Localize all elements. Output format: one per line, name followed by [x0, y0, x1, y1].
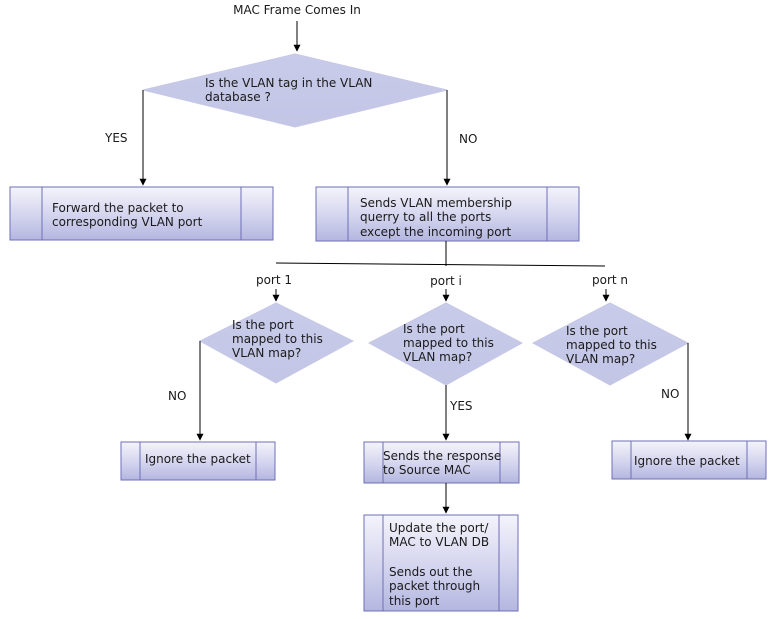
port-1-decision-line-1: Is the port	[232, 318, 294, 332]
forward-box-line-2: corresponding VLAN port	[52, 215, 203, 229]
decision-port-n: Is the port mapped to this VLAN map?	[531, 302, 690, 386]
update-box-line-4: Sends out the	[389, 565, 472, 579]
update-box-line-2: MAC to VLAN DB	[389, 535, 489, 549]
edge-yes-port-i-label: YES	[449, 399, 473, 413]
decision-main-line-2: database ?	[205, 90, 271, 104]
port-n-decision-line-2: mapped to this	[566, 338, 657, 352]
port-n-decision-line-3: VLAN map?	[566, 352, 635, 366]
port-1-decision-line-3: VLAN map?	[232, 346, 301, 360]
edge-no-port-n-label: NO	[661, 387, 679, 401]
port-n-decision-line-1: Is the port	[566, 324, 628, 338]
edge-no-main-label: NO	[459, 132, 477, 146]
port-1-decision-line-2: mapped to this	[232, 332, 323, 346]
vlan-membership-query-box: Sends VLAN membership querry to all the …	[315, 186, 580, 242]
query-box-line-1: Sends VLAN membership	[360, 196, 512, 210]
forward-box-line-1: Forward the packet to	[52, 201, 184, 215]
decision-vlan-tag: Is the VLAN tag in the VLAN database ?	[142, 53, 448, 128]
update-box-line-6: this port	[389, 594, 440, 608]
query-box-line-2: querry to all the ports	[360, 210, 491, 224]
response-box-line-2: to Source MAC	[383, 463, 471, 477]
update-box-line-5: packet through	[389, 579, 480, 593]
port-1-label: port 1	[256, 273, 292, 287]
update-box-line-1: Update the port/	[389, 521, 489, 535]
port-i-decision-line-2: mapped to this	[403, 336, 494, 350]
forward-packet-box: Forward the packet to corresponding VLAN…	[9, 186, 274, 241]
ignore-box-port-1-text: Ignore the packet	[145, 452, 251, 466]
port-i-decision-line-1: Is the port	[403, 322, 465, 336]
port-i-decision-line-3: VLAN map?	[403, 350, 472, 364]
ignore-box-port-n-text: Ignore the packet	[634, 454, 740, 468]
port-i-label: port i	[430, 274, 462, 288]
ignore-packet-box-port-n: Ignore the packet	[611, 440, 767, 480]
edge-split-horizontal	[275, 262, 606, 267]
decision-main-line-1: Is the VLAN tag in the VLAN	[205, 76, 372, 90]
start-label: MAC Frame Comes In	[233, 3, 361, 17]
edge-yes-main-label: YES	[104, 131, 128, 145]
ignore-packet-box-port-1: Ignore the packet	[120, 441, 276, 481]
edge-no-port-1-label: NO	[168, 389, 186, 403]
send-response-box: Sends the response to Source MAC	[363, 441, 520, 484]
response-box-line-1: Sends the response	[383, 449, 501, 463]
decision-port-i: Is the port mapped to this VLAN map?	[367, 302, 524, 386]
decision-port-1: Is the port mapped to this VLAN map?	[198, 302, 355, 384]
update-port-db-box: Update the port/ MAC to VLAN DB Sends ou…	[363, 514, 519, 612]
port-n-label: port n	[592, 273, 628, 287]
query-box-line-3: except the incoming port	[360, 225, 512, 239]
